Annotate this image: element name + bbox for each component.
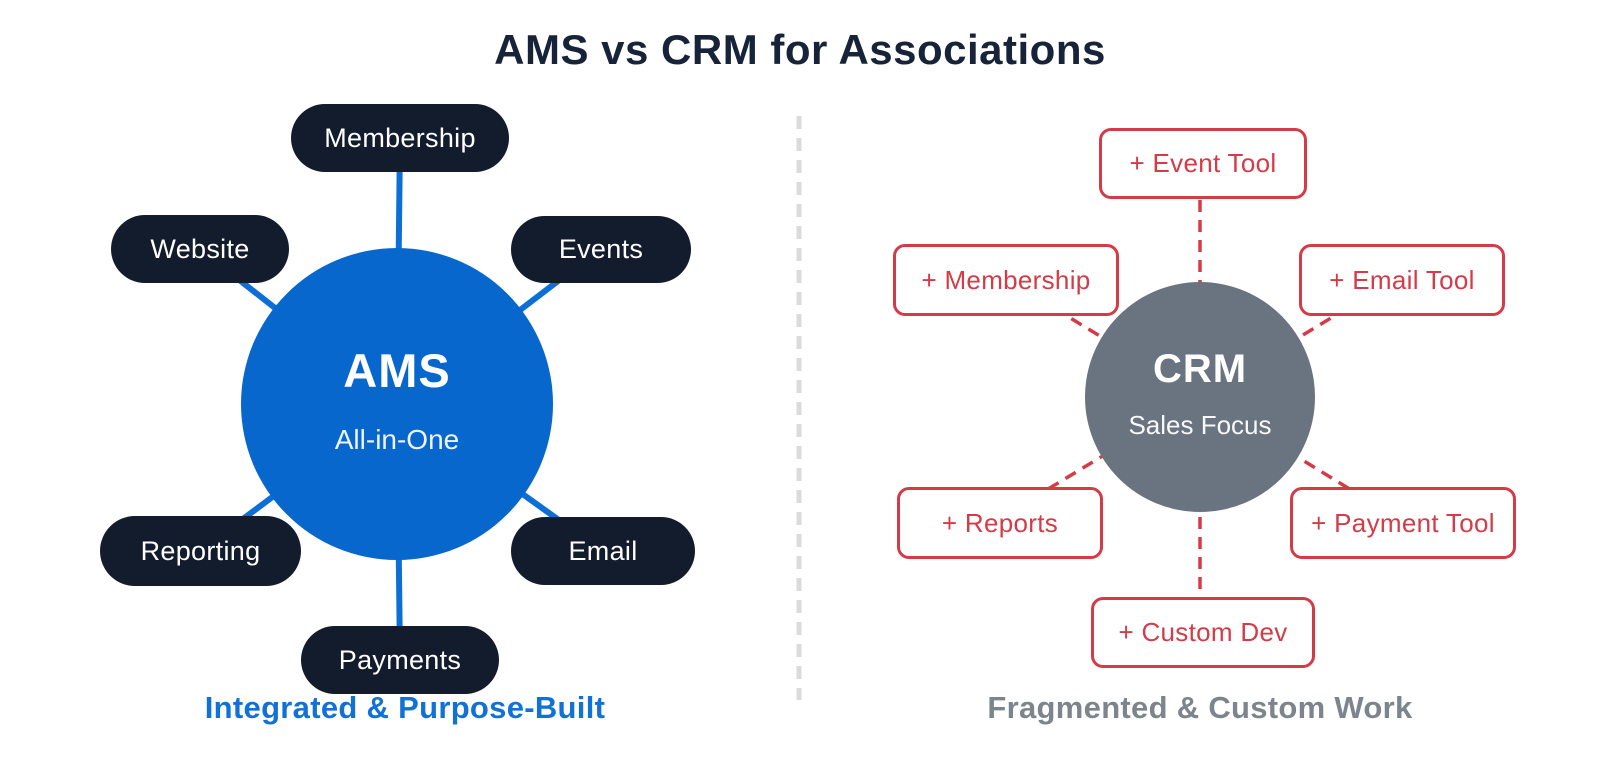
node-email: Email [511,517,695,585]
ams-circle: AMS All-in-One [241,248,553,560]
crm-sublabel: Sales Focus [1128,410,1272,440]
crm-caption: Fragmented & Custom Work [987,690,1413,725]
ams-label: AMS [343,343,451,397]
box-custom-dev: + Custom Dev [1091,597,1315,668]
box-event-tool: + Event Tool [1099,128,1307,199]
crm-circle: CRM Sales Focus [1085,282,1315,512]
node-payments: Payments [301,626,499,694]
node-reporting: Reporting [100,516,301,586]
ams-sublabel: All-in-One [334,423,460,455]
box-email-tool: + Email Tool [1299,244,1505,316]
crm-label: CRM [1152,347,1248,391]
ams-caption: Integrated & Purpose-Built [204,690,606,725]
node-membership: Membership [291,104,509,172]
box-payment-tool: + Payment Tool [1290,487,1516,559]
page-title: AMS vs CRM for Associations [494,26,1106,73]
box-reports: + Reports [897,487,1103,559]
box-membership: + Membership [893,244,1119,316]
node-events: Events [511,216,691,283]
node-website: Website [111,215,289,283]
